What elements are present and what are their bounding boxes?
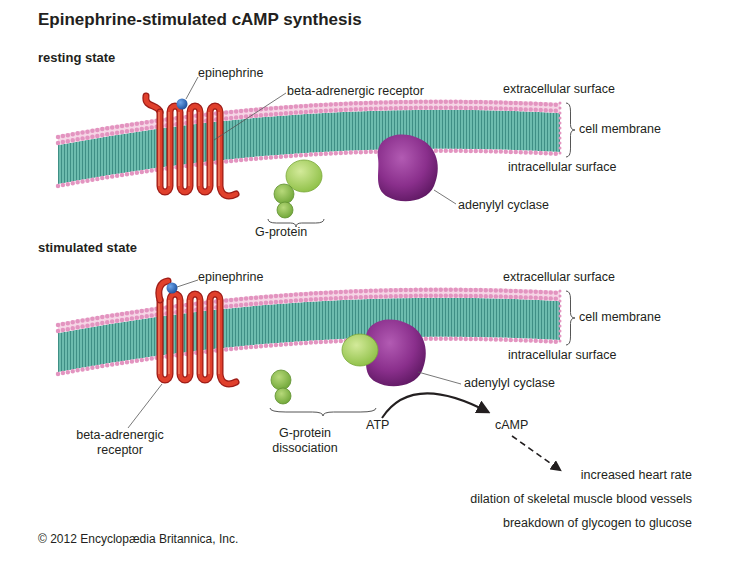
beta-adrenergic-receptor [159,106,236,196]
effect-text: dilation of skeletal muscle blood vessel… [470,492,692,507]
g-protein-beta [274,184,294,204]
effect-arrow [512,436,560,470]
bracket [566,291,575,345]
stimulated-panel [58,288,560,384]
leader-line [177,280,198,287]
part-label: beta-adrenergic receptor [287,84,424,99]
adenylyl-cyclase [378,135,438,202]
molecule-label: ATP [366,418,389,433]
bracket [270,408,376,416]
leader-line [434,190,456,204]
leader-line [418,372,461,384]
part-label: beta-adrenergic receptor [65,428,175,458]
receptor-tail [159,281,168,300]
section-heading: stimulated state [38,240,137,255]
epinephrine-molecule [167,283,178,294]
diagram-title: Epinephrine-stimulated cAMP synthesis [38,10,362,30]
receptor-tail [159,281,168,300]
effect-text: increased heart rate [581,468,692,483]
molecule-label: epinephrine [198,66,263,81]
part-label: cell membrane [579,310,661,325]
molecule-label: cAMP [495,418,528,433]
bracket [566,103,575,157]
leader-line [214,93,286,140]
part-label: cell membrane [579,122,661,137]
effect-text: breakdown of glycogen to glucose [503,516,692,531]
reaction-arrow [382,393,488,418]
copyright-note: © 2012 Encyclopædia Britannica, Inc. [38,532,238,547]
part-label: G-protein [255,225,307,240]
leader-line [186,77,198,99]
part-label: adenylyl cyclase [458,198,549,213]
g-protein-gamma [275,388,291,404]
g-protein-beta [271,370,291,390]
surface-label: intracellular surface [508,160,616,175]
cell-membrane [58,288,560,374]
part-label: adenylyl cyclase [464,376,555,391]
surface-label: extracellular surface [503,270,615,285]
section-heading: resting state [38,50,115,65]
process-label: G-protein dissociation [265,426,345,456]
surface-label: extracellular surface [503,82,615,97]
leader-line [128,384,162,428]
molecule-label: epinephrine [198,270,263,285]
g-protein-gamma [277,202,293,218]
g-protein-alpha [342,334,378,366]
surface-label: intracellular surface [508,348,616,363]
beta-adrenergic-receptor [159,294,236,384]
epinephrine-molecule [177,99,188,110]
